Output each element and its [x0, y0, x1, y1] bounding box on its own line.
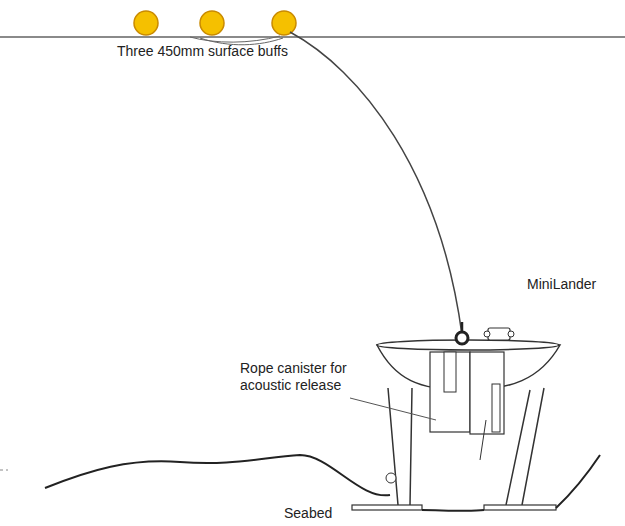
- lifting-eye: [456, 332, 468, 344]
- canister-label: Rope canister for acoustic release: [240, 360, 352, 394]
- leader-line: [350, 398, 436, 420]
- buoy-label: Three 450mm surface buffs: [117, 43, 288, 60]
- beacon: [488, 328, 510, 340]
- seabed: [45, 455, 600, 511]
- sensor: [492, 384, 500, 432]
- beacon: [484, 331, 490, 337]
- release-body: [444, 352, 456, 392]
- lifting-eye: [461, 322, 464, 332]
- surface-buoy: [272, 11, 296, 35]
- seabed-mark: [0, 470, 8, 471]
- rope: [290, 32, 462, 335]
- instrument-housing: [470, 352, 504, 434]
- sensor-cable: [480, 420, 486, 460]
- lander-foot: [484, 505, 556, 510]
- surface-buoy: [200, 11, 224, 35]
- lander-name: MiniLander: [527, 276, 596, 293]
- surface-buoy: [134, 11, 158, 35]
- lander-foot: [352, 505, 422, 510]
- sea-surface: [0, 36, 625, 38]
- seabed-label: Seabed: [284, 505, 332, 522]
- ballast-ring: [386, 473, 396, 483]
- beacon: [508, 331, 514, 337]
